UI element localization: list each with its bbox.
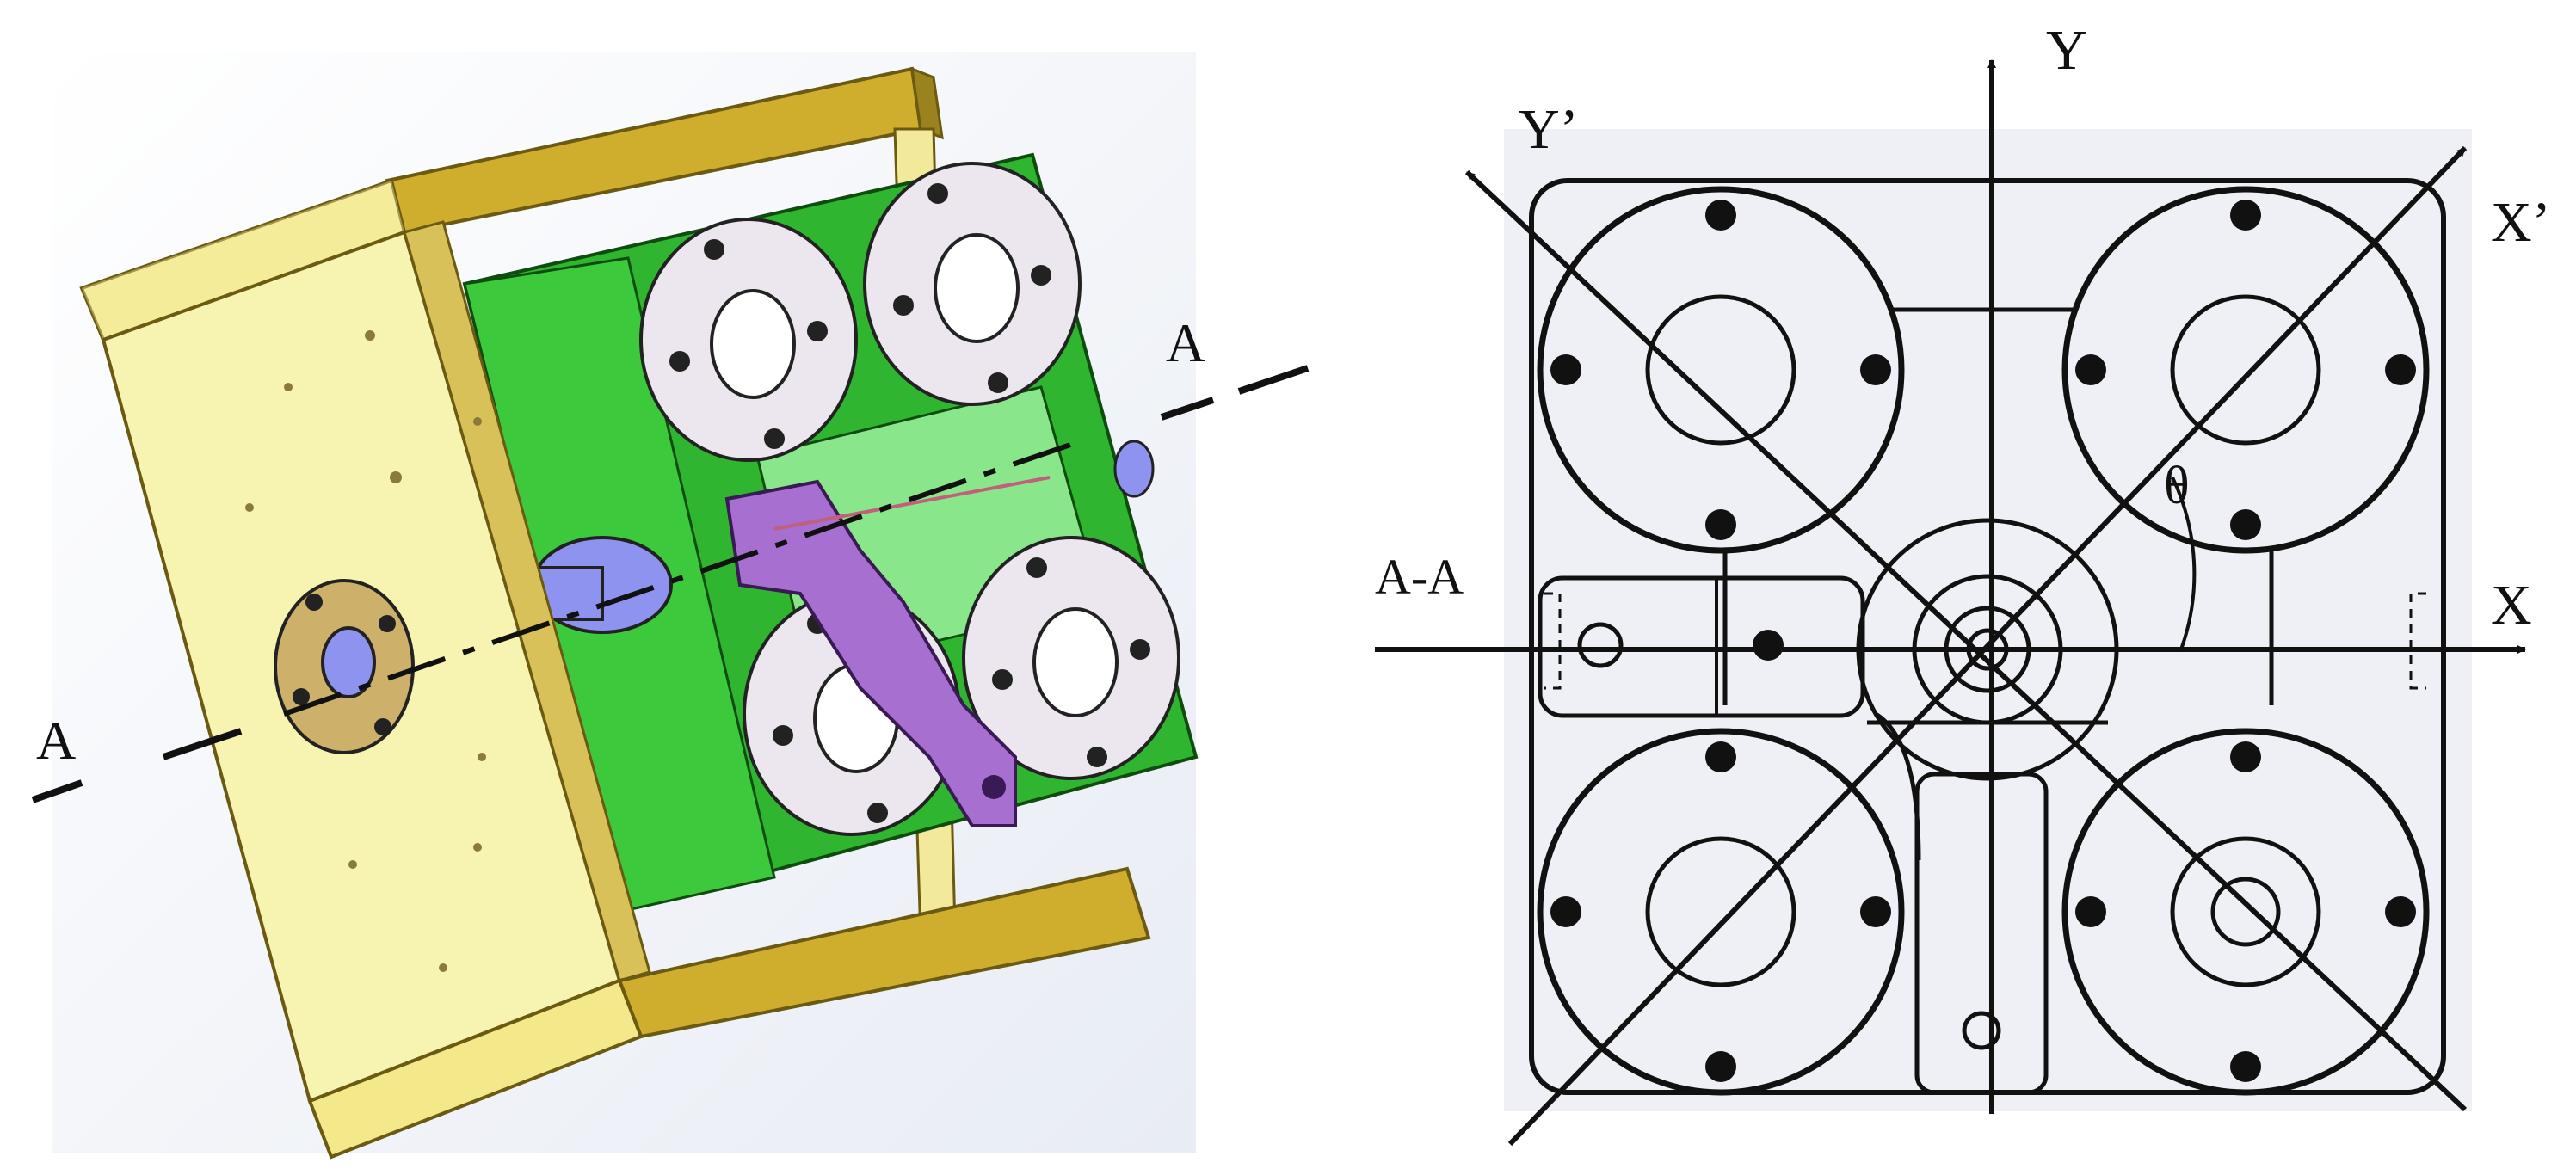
disc-top-right bbox=[863, 162, 1082, 406]
arm-pin-right bbox=[1753, 630, 1784, 661]
frame-front-edge bbox=[403, 220, 651, 982]
theta-label: θ bbox=[2164, 457, 2190, 515]
housing-top-left bbox=[1537, 186, 1905, 554]
arm-pin-left bbox=[1577, 622, 1624, 668]
purple-bracket bbox=[724, 479, 1017, 827]
front-flange bbox=[274, 579, 415, 754]
tab-fillet bbox=[1874, 711, 1921, 861]
frame-holes bbox=[245, 330, 486, 972]
bracket-bolt bbox=[982, 775, 1006, 799]
section-a-a-label: A-A bbox=[1375, 549, 1464, 605]
section-label-right: A bbox=[1166, 312, 1205, 373]
section-line-a-a bbox=[31, 365, 1310, 803]
disc-top-left bbox=[639, 218, 858, 462]
right-slot-hidden bbox=[2409, 592, 2426, 690]
frame-bottom-front bbox=[307, 978, 644, 1160]
section-label-left: A bbox=[36, 710, 76, 771]
shaft-right-end bbox=[1113, 440, 1155, 498]
shaft-rod bbox=[773, 476, 1051, 531]
disc-bottom-right bbox=[962, 536, 1180, 780]
bottom-tab bbox=[1914, 772, 2049, 1095]
axis-y-label: Y bbox=[2046, 19, 2087, 82]
theta-arc bbox=[2171, 477, 2197, 650]
housing-bottom-left bbox=[1537, 728, 1905, 1096]
plan-view: Y Y’ X’ X θ A-A bbox=[1375, 19, 2551, 1147]
assembly-3d-view: A A bbox=[31, 52, 1310, 1160]
x-prime-axis bbox=[1507, 145, 2468, 1147]
tab-hole bbox=[1962, 1011, 2001, 1050]
axis-x-prime-label: X’ bbox=[2491, 191, 2551, 254]
y-prime-axis bbox=[1464, 169, 2468, 1112]
frame-top-beam-end bbox=[910, 66, 944, 140]
axis-x-label: X bbox=[2491, 574, 2532, 637]
axis-y-prime-label: Y’ bbox=[1519, 98, 1579, 161]
